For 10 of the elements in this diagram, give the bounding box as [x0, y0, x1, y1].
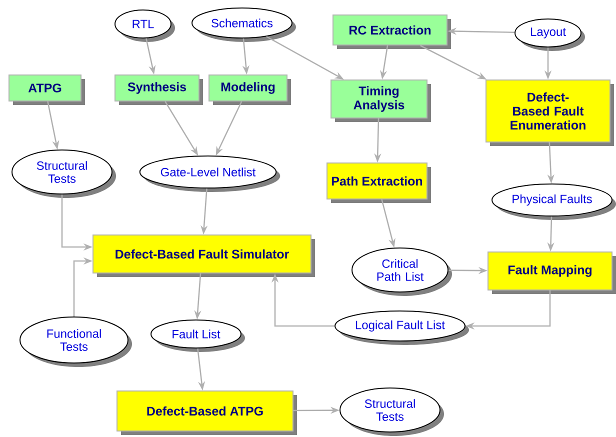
process-box: RC Extraction	[332, 14, 451, 49]
process-box: Defect-Based Fault Simulator	[92, 234, 315, 277]
process-box: Synthesis	[114, 74, 203, 105]
process-box: Path Extraction	[326, 162, 431, 203]
process-box: Timing Analysis	[330, 80, 431, 122]
process-box: ATPG	[8, 74, 85, 105]
process-box: Defect-Based Fault Enumeration	[486, 80, 614, 146]
process-box: Modeling	[208, 74, 291, 105]
process-box: Fault Mapping	[488, 252, 616, 294]
process-box: Defect-Based ATPG	[116, 390, 297, 435]
